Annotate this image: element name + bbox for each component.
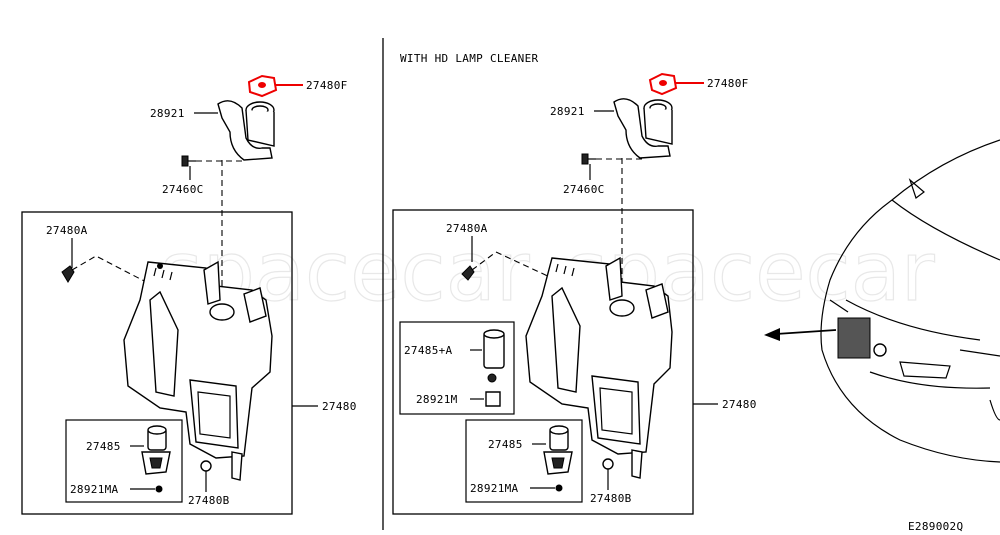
label-27460c-right: 27460C [563,183,605,196]
label-27480f: 27480F [306,79,348,92]
screw-27480a-icon-right [461,265,475,281]
left-panel: 27480F 28921 27460C 27480A [21,74,357,515]
label-28921m: 28921M [416,393,458,406]
dash-screw [71,255,151,285]
pump-27485-icon-right [543,425,573,475]
filler-neck-icon [217,100,275,161]
pump-27485-icon [141,425,171,475]
label-27480a-right: 27480A [446,222,488,235]
label-27460c: 27460C [162,183,204,196]
right-panel: 27480F 28921 27460C 27480A [392,72,757,515]
clip-27460c-icon-right [581,153,596,165]
dash-screw-right [471,251,553,279]
label-27480: 27480 [322,400,357,413]
label-27480b-right: 27480B [590,492,632,505]
cap-27480f-icon [247,74,303,98]
label-27485-right: 27485 [488,438,523,451]
grommet-28921ma-icon [155,485,163,493]
screw-27480a-icon [61,265,75,283]
filler-neck-icon-right [613,98,673,159]
label-28921ma: 28921MA [70,483,119,496]
washer-tank-icon [123,260,273,459]
right-frame [392,209,694,515]
variant-label: WITH HD LAMP CLEANER [400,52,539,65]
grommet-28921ma-icon-right [555,484,563,492]
label-28921: 28921 [150,107,185,120]
right-pump-frame [465,419,583,503]
hd-pump-frame [399,321,515,415]
car-locator-icon [764,139,1000,463]
bracket-27480b-icon [200,451,243,481]
label-27480f-right: 27480F [707,77,749,90]
label-28921ma-right: 28921MA [470,482,519,495]
label-28921-right: 28921 [550,105,585,118]
label-27480b: 27480B [188,494,230,507]
hd-pump-27485a-icon [483,329,505,407]
label-27485: 27485 [86,440,121,453]
clip-27460c-icon [181,155,196,167]
left-frame [21,211,293,515]
washer-tank-icon-right [525,256,673,455]
bracket-27480b-icon-right [602,449,643,479]
label-27480-right: 27480 [722,398,757,411]
left-pump-frame [65,419,183,503]
label-27480a: 27480A [46,224,88,237]
diagram-code: E289002Q [908,520,963,533]
tank-location-marker [837,317,871,359]
cap-27480f-icon-right [648,72,704,96]
label-27485a: 27485+A [404,344,453,357]
